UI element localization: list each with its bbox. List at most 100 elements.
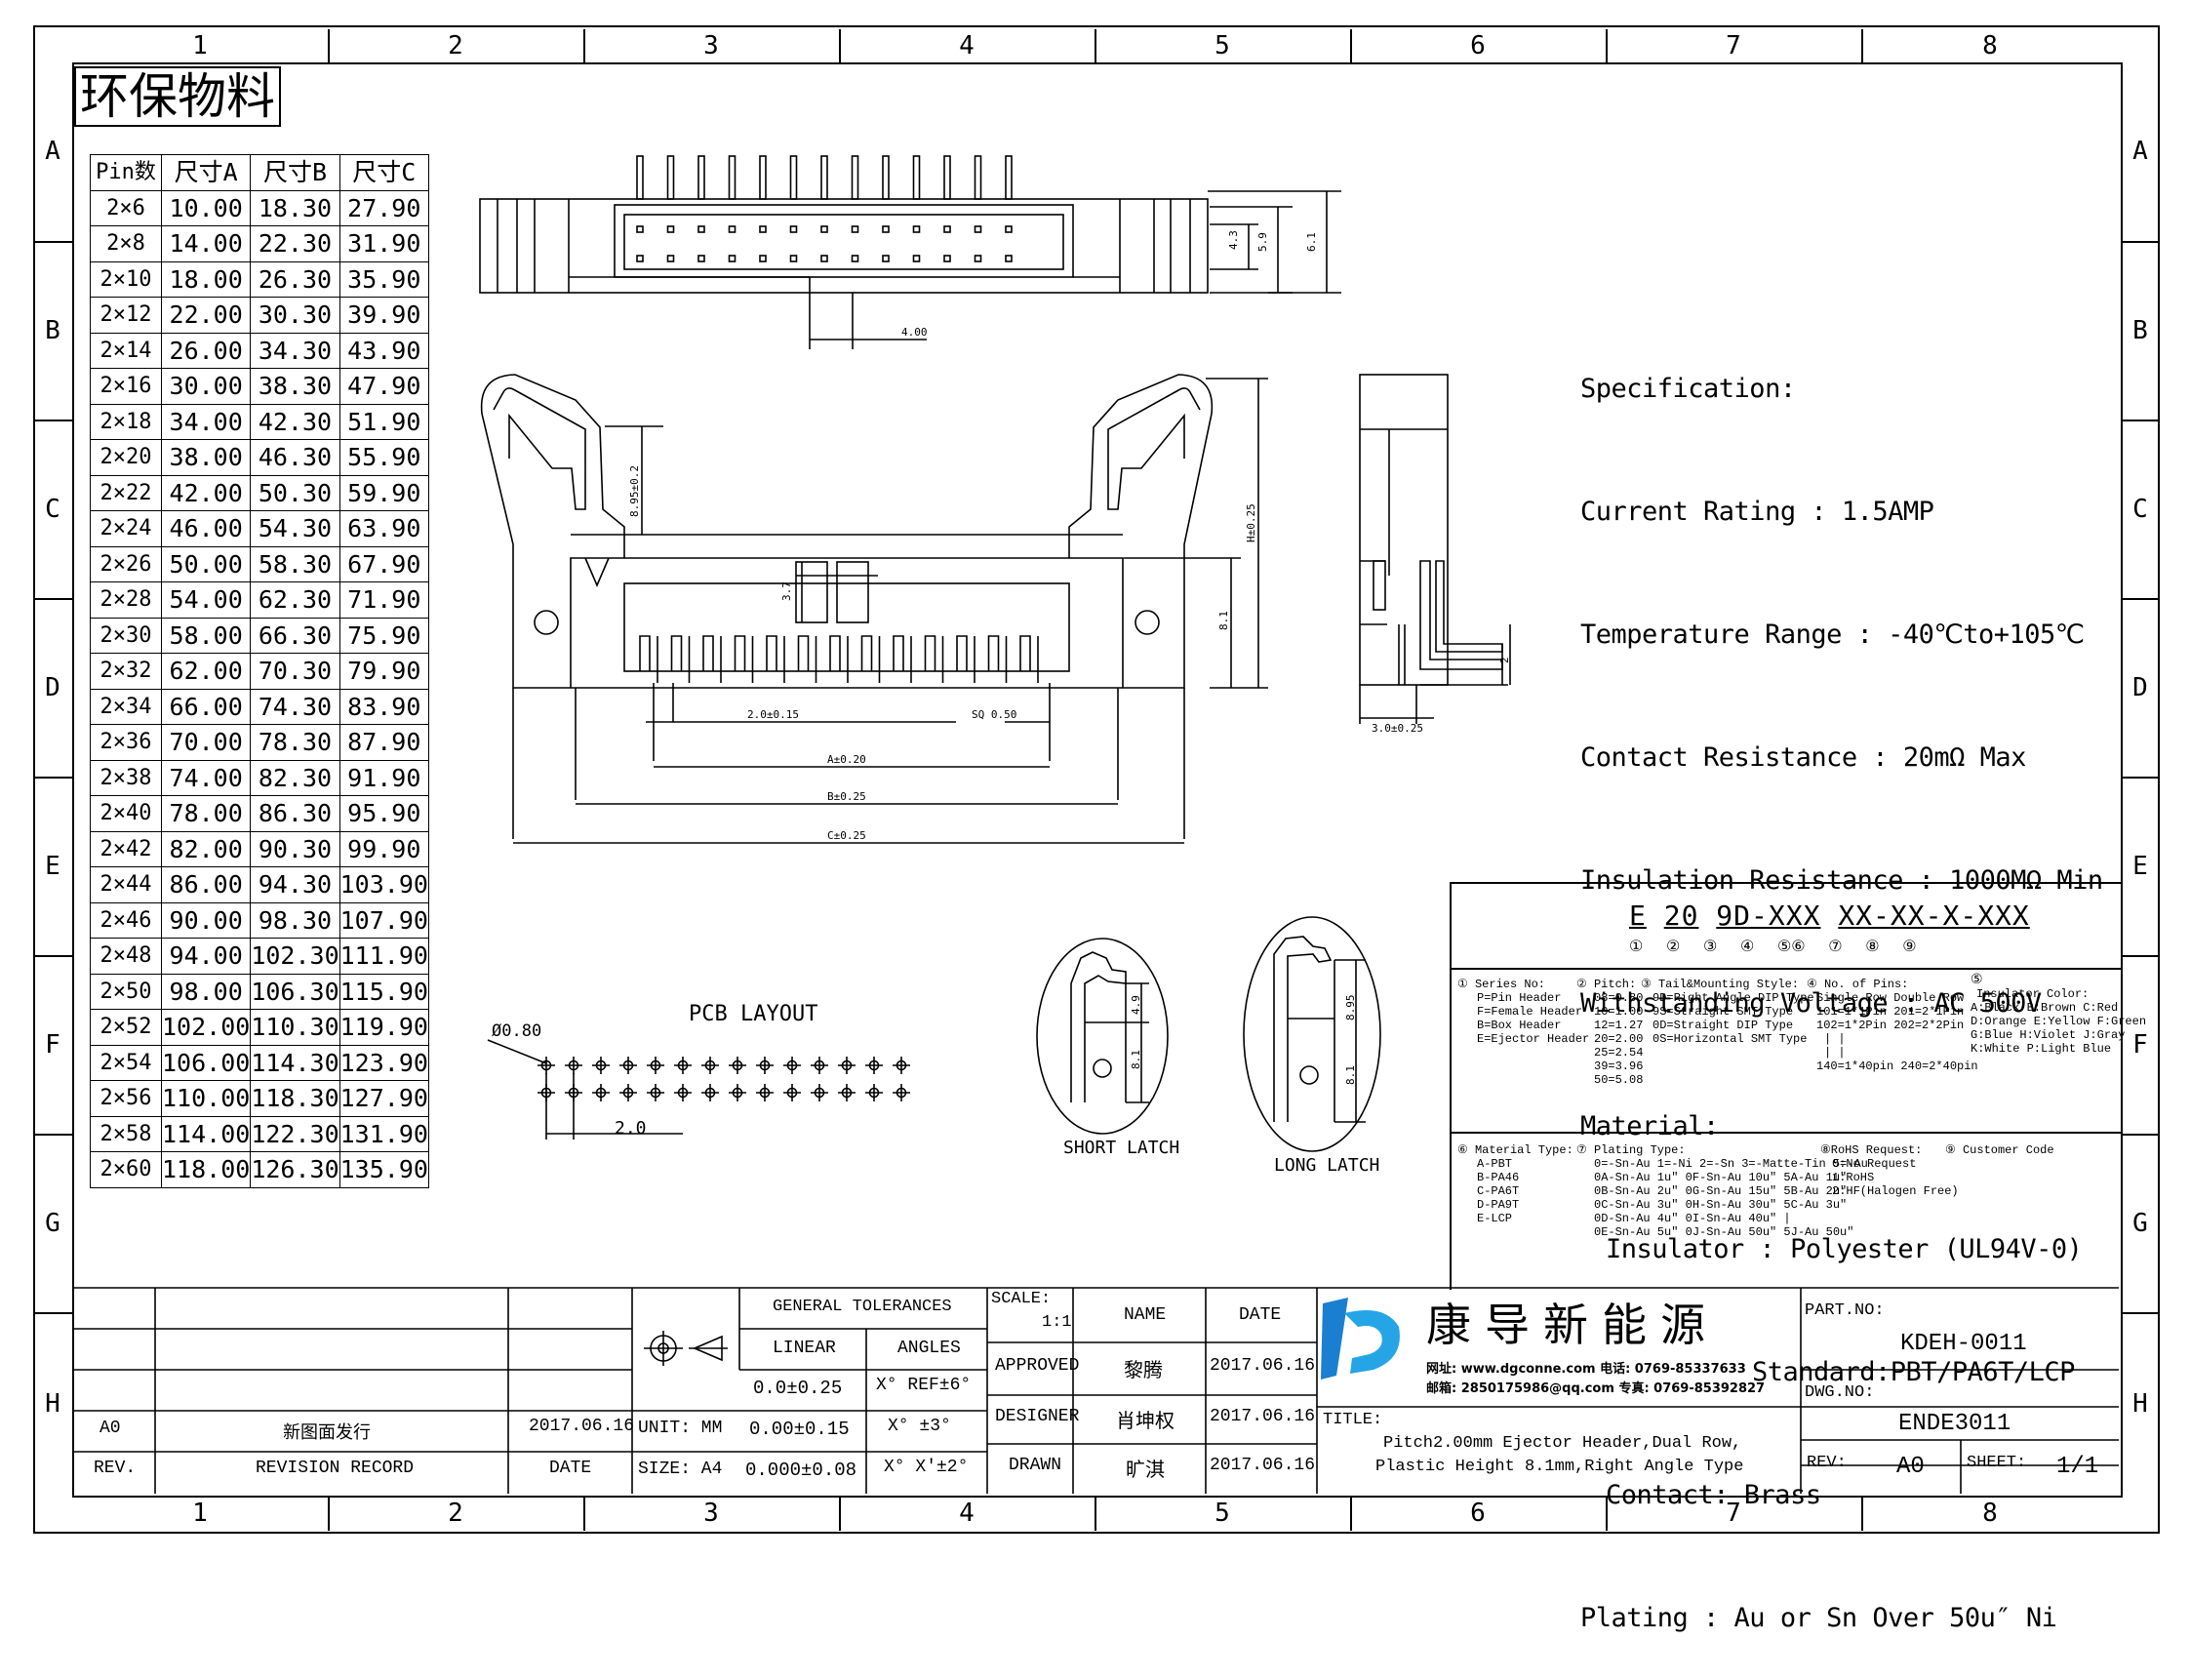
revision-desc: 新图面发行 — [283, 1424, 371, 1444]
company-web: 网址: www.dgconne.com 电话: 0769-85337633 — [1426, 1362, 1746, 1377]
part-code-header: E 20 9D-XXX XX-XX-X-XXX ① ② ③ ④ ⑤⑥ ⑦ ⑧ ⑨ — [1452, 884, 2121, 970]
dwg-no-label: DWG.NO: — [1805, 1383, 1875, 1402]
table-cell: 2×18 — [90, 403, 162, 440]
tail-item: 9S=Straight SMT Type — [1652, 1005, 1794, 1019]
table-cell: 2×52 — [90, 1009, 162, 1046]
dim-label: 8.1 — [1344, 1065, 1357, 1085]
pin-hole — [759, 225, 767, 233]
approved-date: 2017.06.16 — [1210, 1356, 1316, 1376]
spec-title: Specification: — [1580, 374, 1796, 404]
pins-val: | — [1824, 1032, 1832, 1046]
pin-hole — [666, 255, 675, 262]
table-cell: 50.30 — [250, 474, 340, 511]
size-label: SIZE: A4 — [638, 1460, 723, 1479]
tolerance-linear-2: 0.00±0.15 — [749, 1419, 850, 1440]
pitch-item: 39=3.96 — [1594, 1060, 1644, 1073]
rev-value: A0 — [1896, 1454, 1925, 1480]
table-cell: 2×16 — [90, 368, 162, 405]
zone-row: F — [33, 957, 72, 1136]
drawing-titles: PCB LAYOUT Ø0.80 2.0 SHORT LATCH LONG LA… — [492, 1002, 1379, 1176]
table-cell: 71.90 — [338, 581, 429, 619]
material-item: E-LCP — [1477, 1212, 1513, 1225]
code-part: E — [1629, 900, 1647, 932]
pitch-block: ② Pitch: 08=0.80 10=1.00 12=1.27 20=2.00… — [1576, 978, 1643, 1087]
pins-head: Single Row Double Row — [1807, 991, 1978, 1005]
zone-row: F — [2121, 957, 2160, 1136]
zone-col: 6 — [1350, 1496, 1608, 1531]
top-pin — [974, 155, 982, 200]
zone-row: E — [2121, 779, 2160, 957]
table-cell: 46.00 — [160, 510, 252, 547]
tolerance-angle-1: X° REF±6° — [876, 1376, 972, 1395]
table-cell: 83.90 — [338, 688, 429, 725]
table-cell: 62.00 — [160, 653, 252, 690]
top-pin — [820, 155, 828, 200]
pin-hole — [882, 255, 890, 262]
table-cell: 79.90 — [338, 653, 429, 690]
dimension-labels: 4.3 5.9 6.1 4.00 8.95±0.2 H±0.25 3.7 8.1… — [628, 230, 1511, 1085]
zone-row: E — [33, 779, 72, 957]
pin-hole — [820, 225, 828, 233]
tolerance-linear-1: 0.0±0.25 — [753, 1378, 843, 1399]
top-pin — [1005, 155, 1013, 200]
part-no-label: PART.NO: — [1805, 1301, 1885, 1320]
table-cell: 55.90 — [338, 439, 429, 476]
pin-hole — [820, 255, 828, 262]
top-pin — [789, 155, 798, 200]
title-label: TITLE: — [1323, 1411, 1383, 1429]
pin-hole — [974, 255, 982, 262]
table-cell: 2×44 — [90, 866, 162, 903]
table-cell: 91.90 — [338, 759, 429, 796]
company-mail: 邮箱: 2850175986@qq.com 专真: 0769-85392827 — [1426, 1381, 1766, 1396]
table-cell: 2×38 — [90, 759, 162, 796]
spec-insul-res: Insulation Resistance : 1000MΩ Min — [1580, 865, 2103, 896]
drawn-label: DRAWN — [1009, 1456, 1062, 1475]
table-cell: 18.00 — [160, 260, 252, 298]
part-code-box: E 20 9D-XXX XX-XX-X-XXX ① ② ③ ④ ⑤⑥ ⑦ ⑧ ⑨… — [1450, 882, 2146, 1290]
pin-hole — [759, 255, 767, 262]
zone-row: A — [33, 62, 72, 243]
designer-date: 2017.06.16 — [1210, 1407, 1316, 1426]
dwg-no-value: ENDE3011 — [1898, 1411, 2011, 1437]
table-cell: 38.30 — [250, 368, 340, 405]
table-cell: 66.00 — [160, 688, 252, 725]
table-cell: 126.30 — [250, 1151, 340, 1188]
top-pin — [943, 155, 951, 200]
top-pin — [882, 155, 890, 200]
zone-col: 8 — [1982, 1499, 1998, 1528]
tolerance-angle-2: X° ±3° — [888, 1417, 951, 1436]
table-cell: 58.00 — [160, 617, 252, 654]
color-item: K:White P:Light Blue — [1971, 1042, 2112, 1056]
zone-col: 5 — [1095, 1496, 1352, 1531]
designer-name: 肖坤权 — [1116, 1412, 1175, 1434]
pin-hole — [851, 255, 859, 262]
zone-row: B — [2121, 243, 2160, 421]
series-item: P=Pin Header — [1477, 991, 1562, 1005]
pin-hole — [1005, 255, 1013, 262]
zone-col: 7 — [1606, 29, 1863, 62]
table-cell: 54.00 — [160, 581, 252, 619]
pins-val: | — [1824, 1046, 1832, 1060]
zone-row: D — [2121, 600, 2160, 779]
material-item: B-PA46 — [1477, 1171, 1520, 1184]
pitch-item: 10=1.00 — [1594, 1005, 1644, 1019]
zone-row: C — [33, 421, 72, 600]
pitch-title: ② Pitch: — [1576, 978, 1637, 991]
table-cell: 51.90 — [338, 403, 429, 440]
title-line-2: Plastic Height 8.1mm,Right Angle Type — [1375, 1458, 1744, 1476]
code-part: XX- — [1890, 900, 1943, 932]
zone-row: B — [33, 243, 72, 421]
date-col-header: DATE — [1239, 1305, 1282, 1325]
front-slot — [734, 635, 746, 671]
spec-voltage: Withstanding Voltage : AC 500V — [1580, 988, 2042, 1019]
drawn-date: 2017.06.16 — [1210, 1456, 1316, 1475]
table-cell: 90.00 — [160, 901, 252, 939]
table-cell: 74.30 — [250, 688, 340, 725]
pins-val: 240=2*40pin — [1900, 1060, 1978, 1073]
title-block-lines — [72, 1287, 2119, 1494]
